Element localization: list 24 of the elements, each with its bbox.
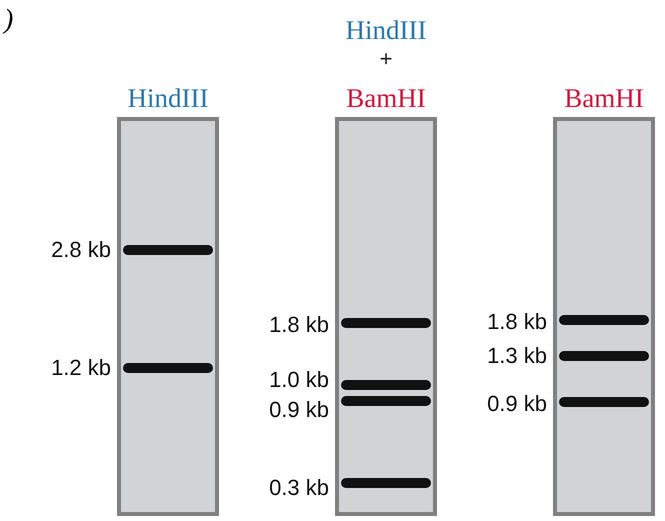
enzyme-label: HindIII xyxy=(128,82,208,115)
enzyme-label: + xyxy=(380,47,392,71)
dna-band xyxy=(341,478,431,488)
enzyme-label: BamHI xyxy=(346,82,426,115)
dna-band xyxy=(341,318,431,328)
dna-band xyxy=(123,245,213,255)
fragment-size-label: 1.3 kb xyxy=(487,343,547,369)
dna-band xyxy=(341,380,431,390)
enzyme-label: HindIII xyxy=(346,14,426,47)
fragment-size-label: 1.8 kb xyxy=(269,312,329,338)
dna-band xyxy=(123,363,213,373)
fragment-size-label: 0.9 kb xyxy=(487,391,547,417)
fragment-size-label: 0.3 kb xyxy=(269,475,329,501)
dna-band xyxy=(559,397,649,407)
fragment-size-label: 2.8 kb xyxy=(51,237,111,263)
enzyme-label: BamHI xyxy=(564,82,644,115)
panel-letter: ) xyxy=(2,4,14,36)
fragment-size-label: 0.9 kb xyxy=(269,397,329,423)
fragment-size-label: 1.2 kb xyxy=(51,355,111,381)
dna-band xyxy=(341,396,431,406)
dna-band xyxy=(559,315,649,325)
fragment-size-label: 1.0 kb xyxy=(269,367,329,393)
dna-band xyxy=(559,351,649,361)
fragment-size-label: 1.8 kb xyxy=(487,309,547,335)
